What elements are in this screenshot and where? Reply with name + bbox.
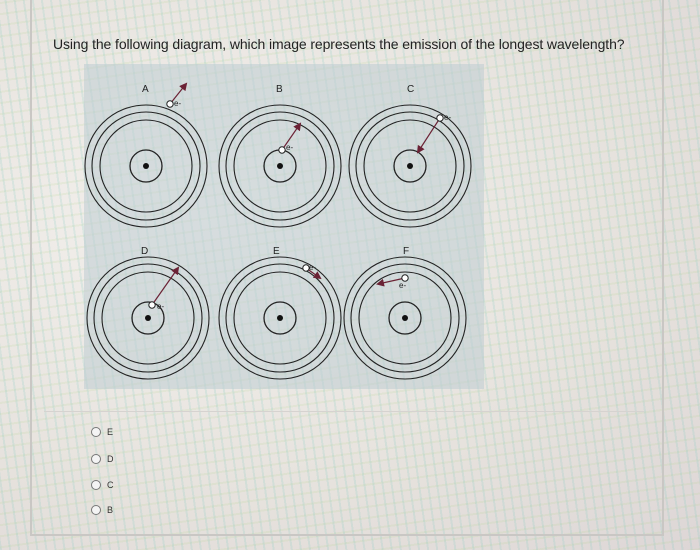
- electron-label: e-: [399, 281, 406, 290]
- outer-orbit: [233, 271, 327, 365]
- transition-arrow: [281, 122, 302, 151]
- outer-orbit: [91, 111, 201, 221]
- outer-orbit: [99, 119, 193, 213]
- outer-orbit: [225, 111, 335, 221]
- nucleus: [143, 163, 149, 169]
- electron: [166, 100, 174, 108]
- outer-orbit: [93, 263, 203, 373]
- choice-label: B: [107, 505, 114, 515]
- atom-d: e- D: [86, 246, 210, 380]
- transition-arrow: [416, 117, 441, 154]
- electron-label: e-: [174, 99, 181, 108]
- outer-orbit: [350, 263, 460, 373]
- outer-orbit: [348, 104, 472, 228]
- outer-orbit: [225, 263, 335, 373]
- radio-button[interactable]: [91, 427, 101, 437]
- atom-b: e- B: [218, 84, 342, 228]
- outer-orbit: [233, 119, 327, 213]
- outer-orbit: [86, 256, 210, 380]
- outer-orbit: [343, 256, 467, 380]
- inner-orbit: [263, 301, 297, 335]
- atom-f: e- F: [343, 246, 467, 380]
- transition-arrow: [169, 82, 188, 105]
- electron: [148, 301, 156, 309]
- diagram-label: A: [142, 84, 149, 95]
- radio-button[interactable]: [91, 454, 101, 464]
- atom-c: e- C: [348, 84, 472, 228]
- inner-orbit: [131, 301, 165, 335]
- outer-orbit: [218, 256, 342, 380]
- diagram-label: B: [276, 84, 283, 95]
- divider: [44, 411, 644, 412]
- choice-label: E: [107, 427, 114, 437]
- diagram-label: C: [407, 84, 414, 95]
- inner-orbit: [393, 149, 427, 183]
- atom-a: e- A: [84, 82, 208, 228]
- radio-button[interactable]: [91, 480, 101, 490]
- screen-frame: [30, 0, 664, 536]
- electron-label: e-: [309, 263, 316, 272]
- nucleus: [277, 163, 283, 169]
- electron-label: e-: [444, 113, 451, 122]
- inner-orbit: [388, 301, 422, 335]
- choice-label: C: [107, 480, 114, 490]
- electron-label: e-: [157, 302, 164, 311]
- outer-orbit: [84, 104, 208, 228]
- choice-b[interactable]: B: [91, 502, 113, 518]
- outer-orbit: [363, 119, 457, 213]
- electron: [436, 114, 444, 122]
- nucleus: [145, 315, 151, 321]
- choice-label: D: [107, 454, 114, 464]
- outer-orbit: [355, 111, 465, 221]
- diagram-label: E: [273, 246, 280, 257]
- choice-e[interactable]: E: [91, 424, 113, 440]
- transition-arrow: [151, 266, 180, 306]
- question-text: Using the following diagram, which image…: [53, 36, 625, 52]
- outer-orbit: [218, 104, 342, 228]
- transition-arrow: [376, 277, 406, 287]
- nucleus: [402, 315, 408, 321]
- nucleus: [407, 163, 413, 169]
- electron: [278, 146, 286, 154]
- radio-button[interactable]: [91, 505, 101, 515]
- electron: [302, 264, 310, 272]
- choice-d[interactable]: D: [91, 451, 114, 467]
- electron-label: e-: [286, 143, 293, 152]
- choice-c[interactable]: C: [91, 477, 114, 493]
- outer-orbit: [101, 271, 195, 365]
- nucleus: [277, 315, 283, 321]
- diagram-label: D: [141, 246, 148, 257]
- diagram-label: F: [403, 246, 409, 257]
- atom-e: e- E: [218, 246, 342, 380]
- inner-orbit: [129, 149, 163, 183]
- electron: [401, 274, 409, 282]
- outer-orbit: [358, 271, 452, 365]
